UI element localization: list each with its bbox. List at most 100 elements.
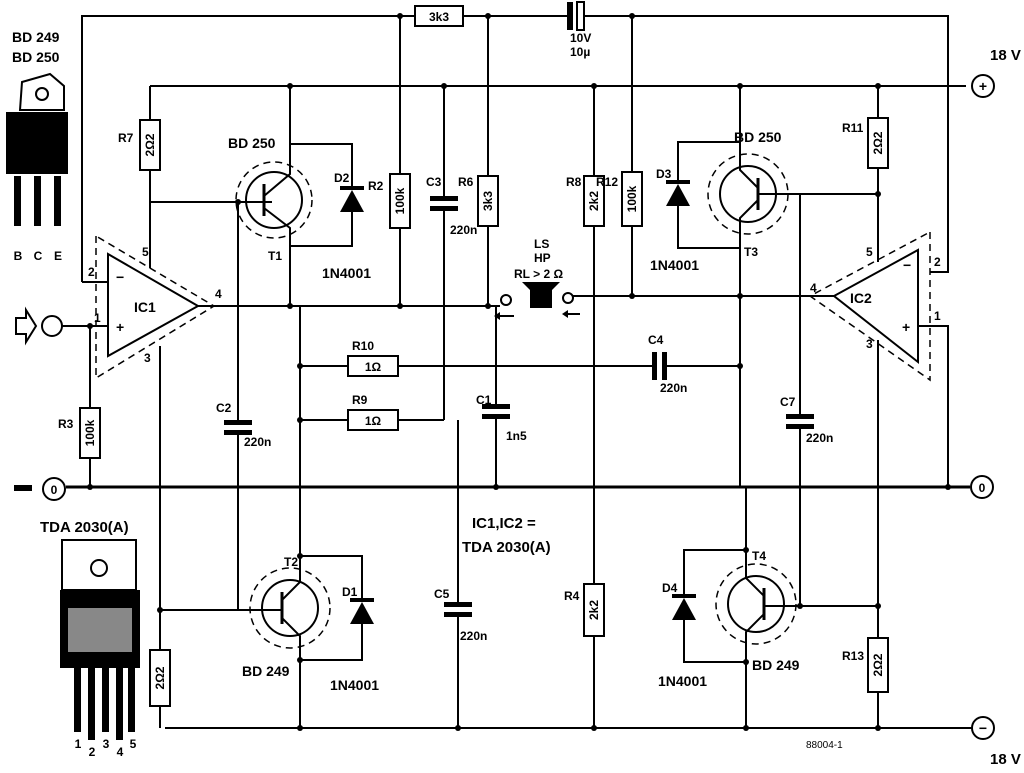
svg-text:5: 5	[130, 737, 137, 751]
plus-voltage-label: 18 V	[990, 47, 1021, 64]
svg-text:2Ω2: 2Ω2	[143, 133, 157, 156]
svg-text:−: −	[903, 257, 911, 273]
capacitor-c7: C7 220n	[780, 194, 833, 606]
capacitor-c2: C2 220n	[216, 202, 271, 610]
svg-text:R2: R2	[368, 179, 384, 193]
svg-text:−: −	[116, 269, 124, 285]
svg-text:BD 249: BD 249	[12, 29, 60, 45]
svg-text:C2: C2	[216, 401, 232, 415]
svg-text:D1: D1	[342, 585, 358, 599]
svg-text:1N4001: 1N4001	[330, 677, 379, 693]
capacitor-c5: C5 220n	[434, 420, 487, 728]
svg-text:R8: R8	[566, 175, 582, 189]
resistor-r3: 100k R3	[58, 326, 101, 487]
svg-text:C3: C3	[426, 175, 442, 189]
resistor-r13: 2Ω2 R13	[800, 605, 889, 693]
minus-voltage-label: 18 V	[990, 751, 1021, 768]
svg-text:BD 250: BD 250	[228, 135, 276, 151]
to220-package: BD 249 BD 250 B C E	[6, 29, 68, 263]
speaker: LS HP RL > 2 Ω	[494, 237, 580, 320]
resistor-r4: 2k2 R4	[564, 583, 605, 728]
diode-d2: D2 1N4001	[290, 143, 371, 281]
svg-text:TDA 2030(A): TDA 2030(A)	[462, 539, 551, 556]
svg-text:HP: HP	[534, 251, 551, 265]
svg-text:1Ω: 1Ω	[365, 360, 382, 374]
plus-terminal: + 18 V	[971, 47, 1021, 98]
supply-rails	[66, 15, 972, 729]
pentawatt-package: TDA 2030(A) 1 2 3 4 5	[40, 519, 140, 759]
svg-text:1N4001: 1N4001	[650, 257, 699, 273]
plus-sign: +	[979, 78, 987, 94]
svg-text:100k: 100k	[393, 187, 407, 214]
resistor-r10: 1Ω R10	[298, 339, 652, 377]
capacitor-c3: C3 220n	[426, 86, 477, 420]
svg-text:2Ω2: 2Ω2	[153, 666, 167, 689]
svg-text:0: 0	[979, 481, 986, 495]
resistor-r2: 100k R2	[368, 16, 411, 306]
svg-text:1n5: 1n5	[506, 429, 527, 443]
resistor-r11: 2Ω2 R11	[842, 117, 889, 169]
transistor-t1: BD 250 T1	[228, 86, 313, 306]
svg-text:1: 1	[75, 737, 82, 751]
transistor-t3: BD 250 T3	[707, 86, 878, 487]
svg-text:2: 2	[89, 745, 96, 759]
svg-text:1: 1	[934, 309, 941, 323]
svg-text:LS: LS	[534, 237, 549, 251]
svg-text:3k3: 3k3	[429, 10, 449, 24]
svg-text:220n: 220n	[660, 381, 687, 395]
resistor-r6: 3k3 R6	[458, 16, 499, 306]
svg-text:R9: R9	[352, 393, 368, 407]
svg-text:4: 4	[215, 287, 222, 301]
svg-text:E: E	[54, 249, 62, 263]
resistor-r7: 2Ω2 R7	[118, 119, 272, 203]
svg-text:T2: T2	[284, 555, 298, 569]
svg-text:D4: D4	[662, 581, 678, 595]
svg-text:3: 3	[866, 337, 873, 351]
svg-text:C7: C7	[780, 395, 796, 409]
svg-text:T1: T1	[268, 249, 282, 263]
resistor-r8: 2k2 R8	[566, 86, 605, 584]
svg-text:BD 250: BD 250	[12, 49, 60, 65]
svg-text:2: 2	[88, 265, 95, 279]
svg-text:5: 5	[866, 245, 873, 259]
svg-text:BD 250: BD 250	[734, 129, 782, 145]
svg-text:2Ω2: 2Ω2	[871, 653, 885, 676]
svg-text:2k2: 2k2	[587, 191, 601, 211]
svg-text:R13: R13	[842, 649, 864, 663]
minus-sign: −	[979, 720, 987, 736]
svg-text:C: C	[34, 249, 43, 263]
svg-text:3: 3	[103, 737, 110, 751]
svg-text:1: 1	[94, 311, 101, 325]
svg-text:3: 3	[144, 351, 151, 365]
svg-text:0: 0	[51, 483, 58, 497]
diode-d1: D1 1N4001	[300, 555, 379, 693]
capacitor-10u-top: 10V 10µ	[567, 1, 591, 59]
svg-text:IC1,IC2 =: IC1,IC2 =	[472, 515, 536, 532]
svg-text:IC1: IC1	[134, 299, 156, 315]
svg-text:C1: C1	[476, 393, 492, 407]
ic-note: IC1,IC2 = TDA 2030(A)	[462, 515, 551, 556]
svg-text:RL > 2 Ω: RL > 2 Ω	[514, 267, 563, 281]
svg-text:D3: D3	[656, 167, 672, 181]
svg-text:R11: R11	[842, 121, 864, 135]
svg-text:10µ: 10µ	[570, 45, 590, 59]
junction-dots	[87, 13, 951, 731]
svg-text:2k2: 2k2	[587, 600, 601, 620]
resistor-2r2-bottom-left: 2Ω2	[149, 609, 238, 707]
svg-text:R7: R7	[118, 131, 134, 145]
resistor-r9: 1Ω R9	[298, 393, 444, 431]
svg-text:D2: D2	[334, 171, 350, 185]
diode-d3: D3 1N4001	[650, 141, 740, 273]
svg-text:4: 4	[810, 281, 817, 295]
figure-code: 88004-1	[806, 740, 843, 751]
svg-text:R6: R6	[458, 175, 474, 189]
svg-text:R12: R12	[596, 175, 618, 189]
svg-text:100k: 100k	[83, 419, 97, 446]
svg-text:R4: R4	[564, 589, 580, 603]
transistor-t2: T2 BD 249	[238, 306, 331, 728]
input-terminal	[15, 306, 108, 346]
svg-text:+: +	[116, 319, 124, 335]
svg-text:1N4001: 1N4001	[322, 265, 371, 281]
